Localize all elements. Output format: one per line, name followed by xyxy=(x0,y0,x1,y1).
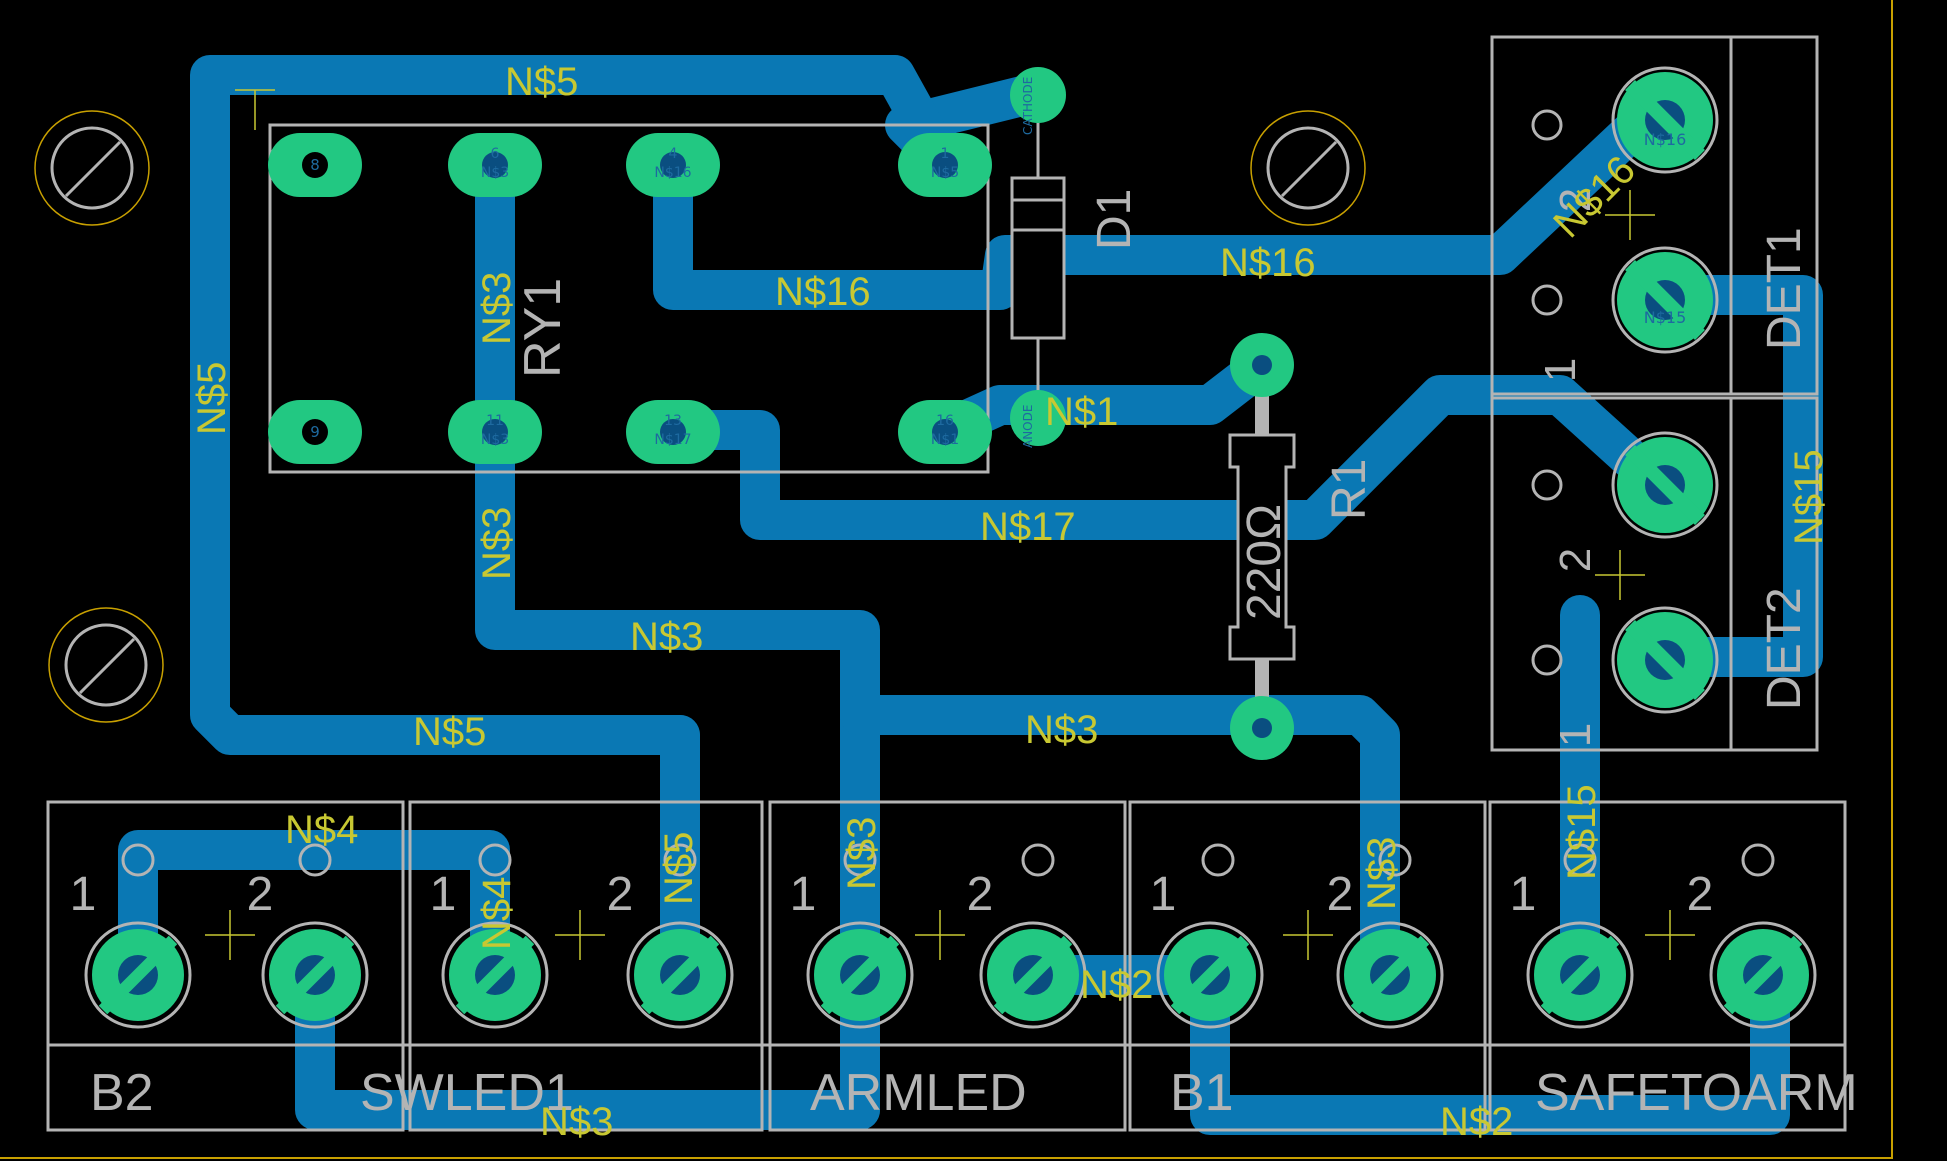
detonator-headers xyxy=(1490,35,1819,752)
relay-outline xyxy=(268,123,990,474)
board-outline xyxy=(0,0,1893,1159)
net-label: N$3 xyxy=(840,817,884,890)
mounting-hole xyxy=(1266,126,1350,210)
relay-pin-6-net: N$3 xyxy=(481,165,509,181)
b2-label: B2 xyxy=(90,1064,154,1122)
net-label: N$5 xyxy=(413,710,486,754)
net-label: N$1 xyxy=(1045,390,1118,434)
net-label: N$16 xyxy=(1220,241,1316,285)
relay-pin-11: 11 xyxy=(486,413,504,429)
swled1-label: SWLED1 xyxy=(360,1064,574,1122)
pad xyxy=(1010,67,1066,123)
net-label: N$15 xyxy=(1787,449,1831,545)
r1-label: R1 xyxy=(1323,459,1376,520)
det2-pin1-silk: 1 xyxy=(1551,723,1600,747)
net-label: N$3 xyxy=(1360,837,1404,910)
net-labels: N$5 N$5 N$5 N$5 N$3 N$3 N$3 N$3 N$3 N$3 … xyxy=(190,60,1831,1144)
b1-pin1: 1 xyxy=(1150,868,1177,921)
relay-pin-1-net: N$5 xyxy=(931,165,959,181)
net-label: N$2 xyxy=(1440,1100,1513,1144)
relay-pin-8: 8 xyxy=(310,156,320,174)
net-label: N$15 xyxy=(1560,784,1604,880)
b2-pin2: 2 xyxy=(247,868,274,921)
det1-pin1-net: N$15 xyxy=(1644,308,1687,327)
mounting-hole xyxy=(64,623,148,707)
det2-label: DET2 xyxy=(1758,587,1811,710)
terminal-pin-numbers: 1 2 1 2 1 2 1 2 1 2 xyxy=(70,868,1714,921)
relay-pin-13-net: N$17 xyxy=(654,432,691,448)
det1-pin2-net: N$16 xyxy=(1644,130,1687,149)
safetoarm-label: SAFETOARM xyxy=(1535,1064,1858,1122)
trace-n3-vert xyxy=(475,145,880,1130)
origin-marks xyxy=(205,190,1695,960)
terminal-blocks xyxy=(46,800,1847,1132)
det1-pin2-silk: 2 xyxy=(1551,188,1600,212)
armled-label: ARMLED xyxy=(810,1064,1027,1122)
trace-n4 xyxy=(118,830,510,995)
d1-label: D1 xyxy=(1088,189,1141,250)
diode-d1 xyxy=(1010,67,1066,446)
net-label: N$2 xyxy=(1080,963,1153,1007)
armled-pin2: 2 xyxy=(967,868,994,921)
trace-n16 xyxy=(653,75,1690,310)
swled-pin2: 2 xyxy=(607,868,634,921)
relay-pin-6: 6 xyxy=(491,146,500,162)
net-label: N$4 xyxy=(285,808,358,852)
net-label: N$16 xyxy=(775,270,871,314)
trace-n5-upper xyxy=(190,55,965,755)
net-label: N$3 xyxy=(540,1100,613,1144)
b2-pin1: 1 xyxy=(70,868,97,921)
relay-pin-4-net: N$16 xyxy=(654,165,691,181)
b1-pin2: 2 xyxy=(1327,868,1354,921)
relay-pin-1: 1 xyxy=(941,146,950,162)
mounting-holes xyxy=(50,126,1350,707)
resistor-r1 xyxy=(1228,333,1296,760)
ry1-label: RY1 xyxy=(514,278,572,378)
swled-pin1: 1 xyxy=(430,868,457,921)
r1-value: 220Ω xyxy=(1238,504,1291,620)
relay-pin-13: 13 xyxy=(664,413,682,429)
net-label: N$5 xyxy=(657,832,701,905)
relay-pin-9: 9 xyxy=(310,423,320,441)
net-label: N$4 xyxy=(475,877,519,950)
safe-pin1: 1 xyxy=(1510,868,1537,921)
pad xyxy=(1010,390,1066,446)
net-label: N$3 xyxy=(475,507,519,580)
net-label: N$3 xyxy=(475,272,519,345)
net-label: N$5 xyxy=(505,60,578,104)
relay-pin-16-net: N$1 xyxy=(931,432,959,448)
diode-anode-label: ANODE xyxy=(1021,405,1035,448)
net-label: N$5 xyxy=(190,362,234,435)
b1-label: B1 xyxy=(1170,1064,1234,1122)
det2-pin2-silk: 2 xyxy=(1551,548,1600,572)
net-label: N$3 xyxy=(1025,708,1098,752)
diode-cathode-label: CATHODE xyxy=(1021,77,1035,135)
mounting-hole xyxy=(50,126,134,210)
terminal-pads xyxy=(84,921,1817,1029)
det1-label: DET1 xyxy=(1758,227,1811,350)
trace-n15-det xyxy=(1645,275,1823,677)
armled-pin1: 1 xyxy=(790,868,817,921)
net-label: N$17 xyxy=(980,505,1076,549)
det1-pin1-silk: 1 xyxy=(1536,358,1585,382)
net-label: N$3 xyxy=(630,615,703,659)
relay-pin-11-net: N$3 xyxy=(481,432,509,448)
safe-pin2: 2 xyxy=(1687,868,1714,921)
relay-pads xyxy=(268,133,992,464)
det-pads xyxy=(1611,66,1719,714)
relay-pin-4: 4 xyxy=(669,146,678,162)
relay-pin-16: 16 xyxy=(936,413,954,429)
